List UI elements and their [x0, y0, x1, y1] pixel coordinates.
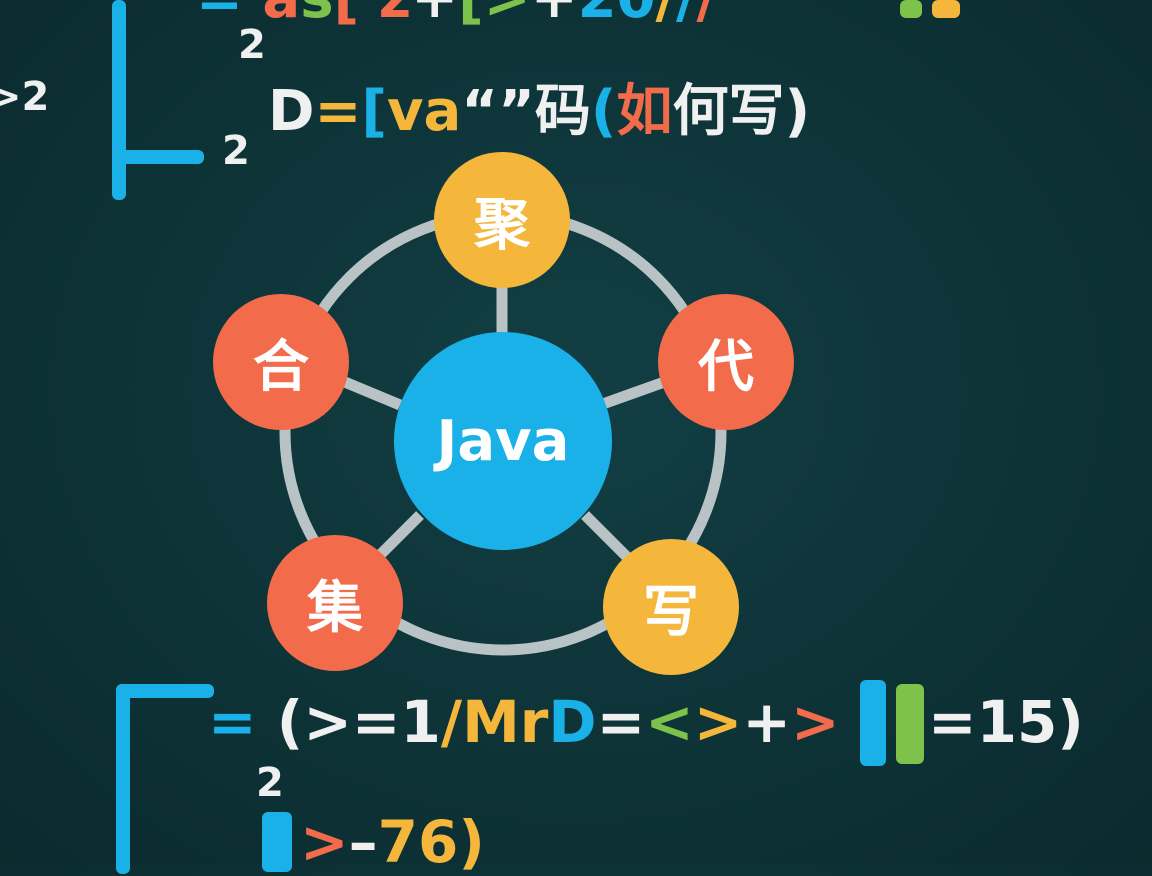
code-token: =	[196, 0, 243, 31]
code-token: /	[676, 0, 696, 31]
node-ji: 集	[267, 535, 403, 671]
code-token: +	[531, 0, 578, 31]
code-token: z	[359, 0, 412, 31]
block-blue	[860, 680, 886, 766]
left-mark: >2	[0, 74, 50, 120]
code-token: >	[303, 688, 352, 756]
code-token: >	[791, 688, 840, 756]
bracket-top-horizontal	[112, 150, 204, 164]
node-java-center: Java	[394, 332, 612, 550]
subscript-2: 2	[238, 22, 266, 68]
node-label: 集	[307, 575, 363, 641]
spoke	[371, 511, 424, 564]
code-token: D	[548, 688, 597, 756]
code-line-last: >–76)	[300, 808, 485, 876]
code-token: va	[387, 79, 462, 144]
code-token: ⌊	[334, 0, 360, 31]
code-token: <	[645, 688, 694, 756]
node-ju: 聚	[434, 152, 570, 288]
code-token: 何写)	[672, 79, 811, 144]
code-token: [	[361, 79, 387, 144]
subscript-2: 2	[222, 128, 250, 174]
code-token: +	[411, 0, 458, 31]
code-token: /	[656, 0, 676, 31]
code-token: =1	[351, 688, 441, 756]
node-label: 写	[643, 579, 699, 645]
code-token: >	[693, 688, 743, 756]
code-token: /	[696, 0, 716, 31]
code-token: a	[243, 0, 300, 31]
node-xie: 写	[603, 539, 739, 675]
node-label: 合	[253, 334, 309, 400]
node-label: Java	[436, 408, 570, 474]
code-token: =	[208, 688, 257, 756]
block-green	[900, 0, 922, 18]
code-token: (	[256, 688, 304, 756]
code-token: 如	[616, 79, 673, 144]
code-token: 76)	[377, 808, 485, 876]
node-dai: 代	[658, 294, 794, 430]
code-token: D	[268, 79, 315, 144]
code-token: s	[300, 0, 333, 31]
code-token: >	[300, 808, 349, 876]
code-token: >	[484, 0, 531, 31]
node-label: 聚	[474, 192, 530, 258]
code-line-2: D=[va“”码(如何写)	[268, 66, 810, 147]
spoke	[598, 374, 672, 411]
code-token: =	[596, 688, 646, 756]
node-label: 代	[698, 334, 754, 400]
bracket-bottom-vertical	[116, 684, 130, 874]
block-blue	[262, 812, 292, 872]
code-token: –	[348, 808, 378, 876]
code-line-bottom-end: =15)	[928, 688, 1084, 756]
code-token: 20	[578, 0, 656, 31]
spoke	[581, 511, 634, 564]
code-token: “”码	[461, 79, 591, 144]
code-line-top: = as⌊ z+[>+20///	[196, 0, 717, 31]
code-token: +	[742, 688, 791, 756]
code-token: [	[458, 0, 484, 31]
block-green	[896, 684, 924, 764]
code-token: =	[314, 79, 362, 144]
spoke	[337, 374, 403, 411]
code-line-bottom: = (>=1/MrD=<>+>	[208, 688, 840, 756]
bracket-bottom-horizontal	[116, 684, 214, 698]
subscript-2: 2	[256, 760, 284, 806]
node-he: 合	[213, 294, 349, 430]
code-token: /Mr	[440, 688, 549, 756]
code-token: (	[590, 79, 617, 144]
block-yellow	[932, 0, 960, 18]
